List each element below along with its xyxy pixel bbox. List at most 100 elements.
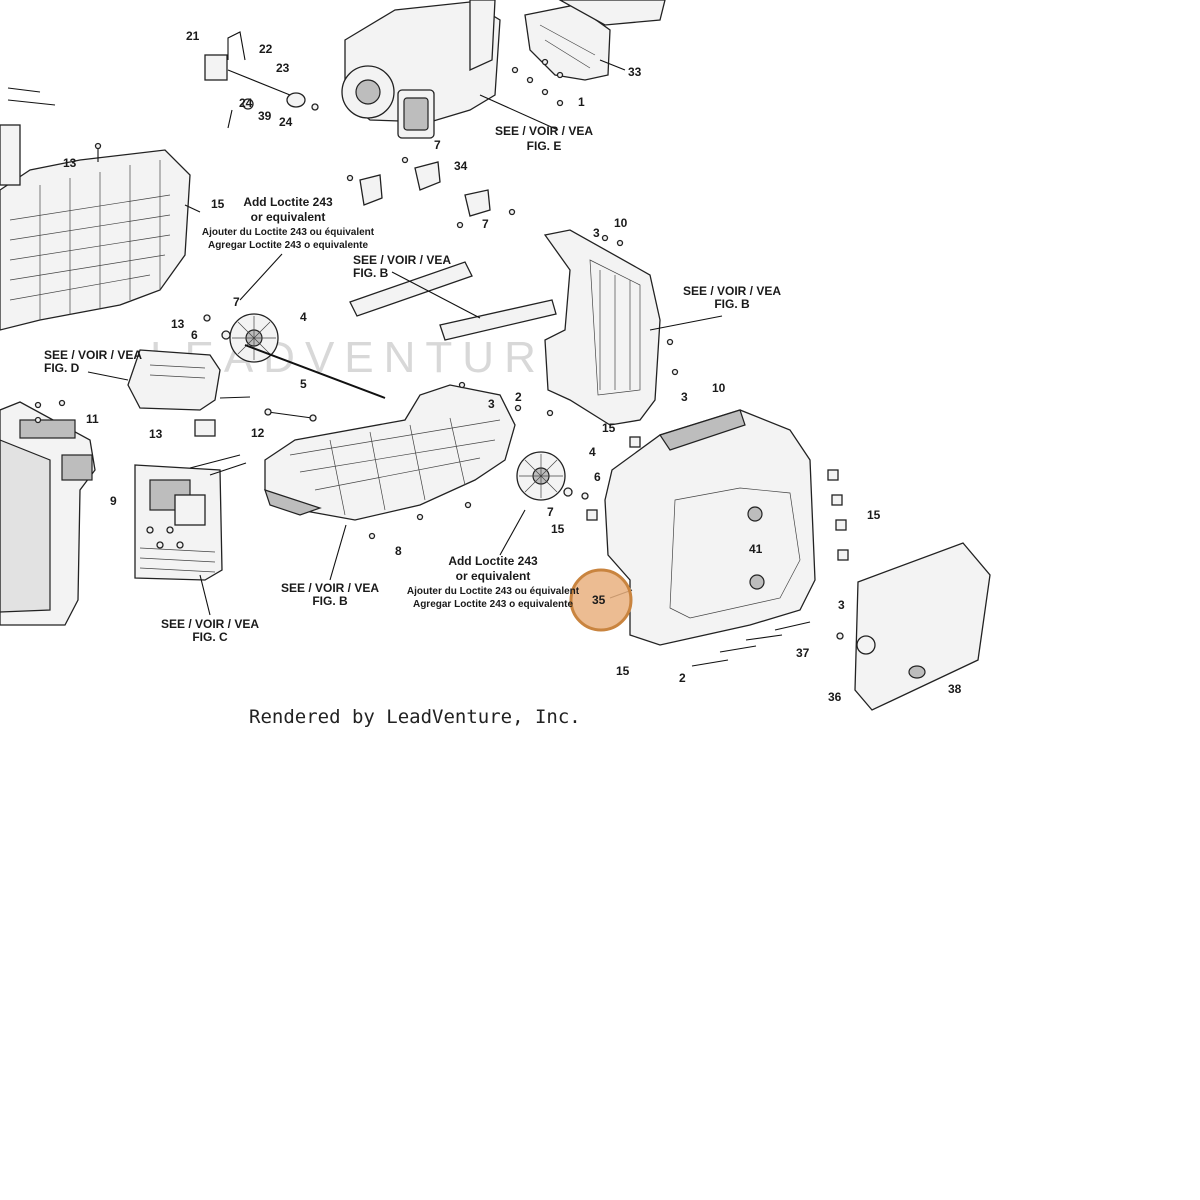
callout-10[interactable]: 10 bbox=[712, 381, 726, 395]
callout-35[interactable]: 35 bbox=[592, 593, 606, 607]
see-label: SEE / VOIR / VEA bbox=[353, 253, 451, 267]
callout-41[interactable]: 41 bbox=[749, 542, 763, 556]
rendered-by-footer: Rendered by LeadVenture, Inc. bbox=[249, 706, 581, 728]
callout-7[interactable]: 7 bbox=[233, 295, 240, 309]
screws-part-11 bbox=[34, 399, 66, 424]
see-fig-c: SEE / VOIR / VEA FIG. C bbox=[161, 617, 259, 644]
see-label: SEE / VOIR / VEA bbox=[281, 581, 379, 595]
bolt-set-1 bbox=[511, 58, 564, 107]
cable-harness bbox=[189, 454, 247, 476]
fig-label: FIG. B bbox=[714, 297, 750, 311]
fig-label: FIG. D bbox=[44, 361, 80, 375]
fig-label: FIG. C bbox=[192, 630, 228, 644]
see-fig-b-frame: SEE / VOIR / VEA FIG. B bbox=[683, 284, 781, 311]
see-label: SEE / VOIR / VEA bbox=[683, 284, 781, 298]
callout-36[interactable]: 36 bbox=[828, 690, 842, 704]
callout-13[interactable]: 13 bbox=[149, 427, 163, 441]
callout-22[interactable]: 22 bbox=[259, 42, 273, 56]
see-label: SEE / VOIR / VEA bbox=[44, 348, 142, 362]
callout-37[interactable]: 37 bbox=[796, 646, 810, 660]
callout-15[interactable]: 15 bbox=[616, 664, 630, 678]
callout-24[interactable]: 24 bbox=[279, 115, 293, 129]
cable-part-12 bbox=[264, 408, 317, 422]
callout-15[interactable]: 15 bbox=[602, 421, 616, 435]
callout-15[interactable]: 15 bbox=[211, 197, 225, 211]
callout-24[interactable]: 24 bbox=[239, 96, 253, 110]
screws-part-8 bbox=[368, 501, 472, 540]
note-loctite-en: Add Loctite 243 bbox=[243, 195, 333, 209]
callout-33[interactable]: 33 bbox=[628, 65, 642, 79]
callout-15[interactable]: 15 bbox=[551, 522, 565, 536]
callout-3[interactable]: 3 bbox=[488, 397, 495, 411]
note-loctite-en: Add Loctite 243 bbox=[448, 554, 538, 568]
highlight-marker[interactable] bbox=[569, 568, 633, 632]
callout-21[interactable]: 21 bbox=[186, 29, 200, 43]
note-loctite-bottom: Add Loctite 243 or equivalent Ajouter du… bbox=[407, 554, 580, 610]
note-loctite-or: or equivalent bbox=[456, 569, 531, 583]
inverter-module-part-9 bbox=[134, 464, 223, 581]
front-panel-part-11 bbox=[0, 401, 96, 626]
left-side-panel-part-15 bbox=[0, 149, 191, 331]
washer-parts-6 bbox=[203, 314, 589, 500]
fig-label: FIG. E bbox=[527, 139, 562, 153]
grommets-part-41 bbox=[747, 506, 765, 590]
callout-3[interactable]: 3 bbox=[593, 226, 600, 240]
clips-part-15-right bbox=[586, 436, 849, 561]
fuel-box-fig-d bbox=[127, 349, 251, 437]
brackets-part-34 bbox=[346, 156, 516, 229]
fuel-valve-assembly bbox=[204, 31, 319, 129]
screws-part-2-3-37 bbox=[691, 621, 844, 667]
screws-part-3-10 bbox=[458, 234, 679, 417]
see-fig-b-tubes: SEE / VOIR / VEA FIG. B bbox=[353, 253, 451, 280]
see-label: SEE / VOIR / VEA bbox=[161, 617, 259, 631]
base-pan bbox=[264, 384, 516, 521]
fig-label: FIG. B bbox=[312, 594, 348, 608]
callout-13[interactable]: 13 bbox=[171, 317, 185, 331]
fig-label: FIG. B bbox=[353, 266, 389, 280]
wheel-left-part-4 bbox=[229, 313, 279, 363]
callout-2[interactable]: 2 bbox=[515, 390, 522, 404]
watermark: LEADVENTURE bbox=[150, 333, 585, 382]
callout-3[interactable]: 3 bbox=[681, 390, 688, 404]
note-loctite-fr: Ajouter du Loctite 243 ou équivalent bbox=[407, 586, 580, 597]
callout-8[interactable]: 8 bbox=[395, 544, 402, 558]
callout-39[interactable]: 39 bbox=[258, 109, 272, 123]
rear-frame bbox=[543, 229, 661, 426]
wheel-right-part-4 bbox=[516, 451, 566, 501]
callout-11[interactable]: 11 bbox=[86, 412, 99, 426]
callout-13[interactable]: 13 bbox=[63, 156, 77, 170]
callout-7[interactable]: 7 bbox=[434, 138, 441, 152]
callout-12[interactable]: 12 bbox=[251, 426, 265, 440]
note-loctite-fr: Ajouter du Loctite 243 ou équivalent bbox=[202, 227, 375, 238]
callout-23[interactable]: 23 bbox=[276, 61, 290, 75]
engine-assembly bbox=[341, 0, 501, 139]
callout-34[interactable]: 34 bbox=[454, 159, 468, 173]
callout-2[interactable]: 2 bbox=[679, 671, 686, 685]
callout-38[interactable]: 38 bbox=[948, 682, 962, 696]
axle-part-5 bbox=[244, 344, 386, 399]
note-loctite-top: Add Loctite 243 or equivalent Ajouter du… bbox=[202, 195, 375, 251]
note-loctite-es: Agregar Loctite 243 o equivalente bbox=[208, 240, 368, 251]
note-loctite-es: Agregar Loctite 243 o equivalente bbox=[413, 599, 573, 610]
screws-part-13-top bbox=[7, 87, 102, 162]
left-panel-fragment bbox=[0, 124, 21, 186]
callout-3[interactable]: 3 bbox=[838, 598, 845, 612]
callout-10[interactable]: 10 bbox=[614, 216, 628, 230]
see-fig-b-base: SEE / VOIR / VEA FIG. B bbox=[281, 581, 379, 608]
callout-numbers: 1 2 2 3 3 3 3 4 4 5 6 6 7 7 7 7 8 9 10 1… bbox=[63, 29, 962, 704]
top-panel-fragment bbox=[558, 0, 666, 26]
handle-tubes bbox=[349, 261, 557, 341]
see-label: SEE / VOIR / VEA bbox=[495, 124, 593, 138]
callout-6[interactable]: 6 bbox=[594, 470, 601, 484]
callout-7[interactable]: 7 bbox=[482, 217, 489, 231]
note-loctite-or: or equivalent bbox=[251, 210, 326, 224]
callout-4[interactable]: 4 bbox=[300, 310, 307, 324]
callout-7[interactable]: 7 bbox=[547, 505, 554, 519]
callout-6[interactable]: 6 bbox=[191, 328, 198, 342]
callout-1[interactable]: 1 bbox=[578, 95, 585, 109]
callout-5[interactable]: 5 bbox=[300, 377, 307, 391]
callout-9[interactable]: 9 bbox=[110, 494, 117, 508]
callout-15[interactable]: 15 bbox=[867, 508, 881, 522]
callout-4[interactable]: 4 bbox=[589, 445, 596, 459]
